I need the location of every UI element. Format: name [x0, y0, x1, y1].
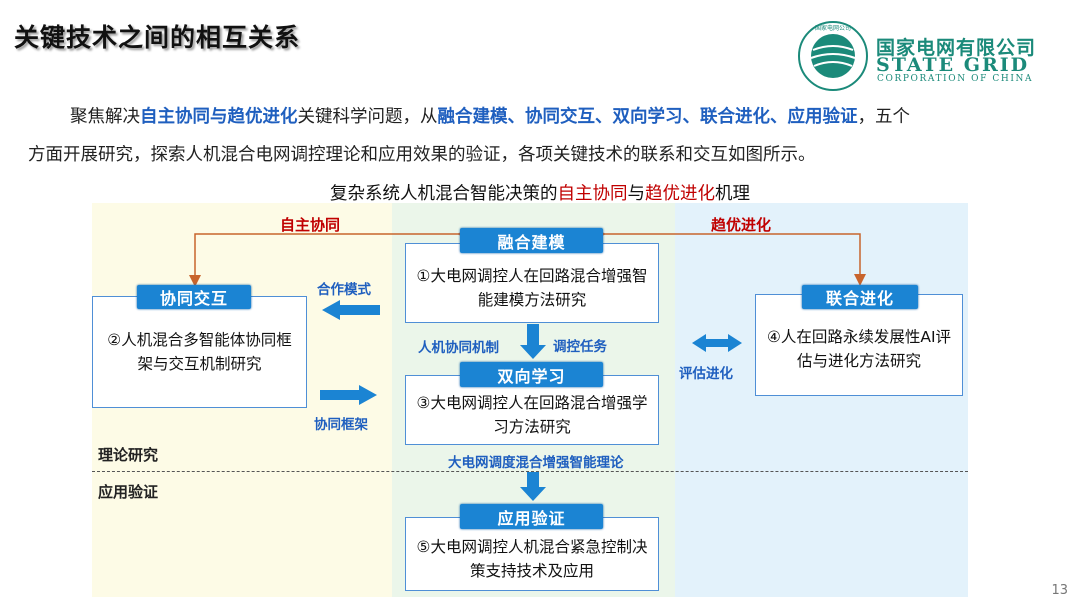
label-autonomous: 自主协同 — [280, 216, 341, 234]
label-eval-evolve: 评估进化 — [679, 366, 733, 382]
logo-sub-en: CORPORATION OF CHINA — [877, 74, 1034, 84]
intro-text-3: ，五个 — [857, 107, 911, 127]
intro-text-1: 聚焦解决 — [70, 107, 140, 127]
diagram-title-mid: 与 — [627, 184, 646, 204]
page-number: 13 — [1051, 583, 1068, 598]
module-fusion-box: ①大电网调控人在回路混合增强智能建模方法研究 — [405, 243, 659, 323]
zone-label-theory: 理论研究 — [98, 446, 159, 464]
module-evolution-box: ④人在回路永续发展性AI评估与进化方法研究 — [755, 294, 963, 396]
module-interact-box: ②人机混合多智能体协同框架与交互机制研究 — [92, 296, 307, 408]
module-application-header: 应用验证 — [460, 504, 603, 529]
module-learning-text: ③大电网调控人在回路混合增强学习方法研究 — [416, 394, 648, 436]
label-control-task: 调控任务 — [553, 339, 607, 355]
autonomous-link — [189, 228, 469, 287]
label-optimal: 趋优进化 — [711, 216, 772, 234]
module-application-text: ⑤大电网调控人机混合紧急控制决策支持技术及应用 — [416, 538, 648, 580]
logo-name-cn: 国家电网有限公司 — [876, 37, 1037, 59]
intro-highlight-1: 自主协同与趋优进化 — [140, 107, 298, 127]
slide-title: 关键技术之间的相互关系 — [14, 23, 301, 52]
arrow-right-coop-framework — [320, 385, 377, 405]
module-evolution-text: ④人在回路永续发展性AI评估与进化方法研究 — [766, 328, 952, 370]
module-learning-header: 双向学习 — [460, 362, 603, 387]
state-grid-seal-icon: 国家电网公司 — [798, 21, 868, 91]
diagram-title-red-2: 趋优进化 — [645, 184, 715, 204]
label-coop-framework: 协同框架 — [314, 417, 368, 433]
intro-text-4: 方面开展研究，探索人机混合电网调控理论和应用效果的验证，各项关键技术的联系和交互… — [28, 145, 816, 165]
optimal-link — [594, 228, 866, 286]
logo-name-en: STATE GRID — [876, 54, 1030, 76]
module-fusion-header: 融合建模 — [460, 228, 603, 253]
module-fusion-text: ①大电网调控人在回路混合增强智能建模方法研究 — [416, 267, 648, 309]
label-hm-mechanism: 人机协同机制 — [418, 340, 499, 356]
module-interact-header: 协同交互 — [137, 285, 251, 309]
arrow-left-coop-mode — [322, 300, 380, 320]
intro-text-2: 关键科学问题，从 — [297, 107, 438, 127]
diagram-title-pre: 复杂系统人机混合智能决策的 — [330, 184, 558, 204]
diagram-title: 复杂系统人机混合智能决策的自主协同与趋优进化机理 — [0, 180, 1080, 205]
intro-highlight-2: 融合建模、协同交互、双向学习、联合进化、应用验证 — [437, 107, 858, 127]
module-evolution-header: 联合进化 — [802, 285, 918, 309]
arrow-down-fusion-learning — [520, 324, 546, 359]
module-application-box: ⑤大电网调控人机混合紧急控制决策支持技术及应用 — [405, 517, 659, 591]
module-interact-text: ②人机混合多智能体协同框架与交互机制研究 — [107, 331, 292, 373]
arrow-down-learning-application — [520, 472, 546, 501]
zone-label-application: 应用验证 — [98, 483, 159, 501]
svg-text:国家电网公司: 国家电网公司 — [815, 24, 851, 32]
intro-paragraph: 聚焦解决自主协同与趋优进化关键科学问题，从融合建模、协同交互、双向学习、联合进化… — [28, 98, 1058, 174]
label-theory-name: 大电网调度混合增强智能理论 — [448, 455, 624, 471]
diagram-title-red-1: 自主协同 — [557, 184, 628, 204]
arrow-bidirectional-eval — [692, 334, 742, 352]
label-coop-mode: 合作模式 — [317, 282, 371, 298]
theory-application-divider — [92, 471, 968, 472]
diagram-title-post: 机理 — [715, 184, 750, 204]
